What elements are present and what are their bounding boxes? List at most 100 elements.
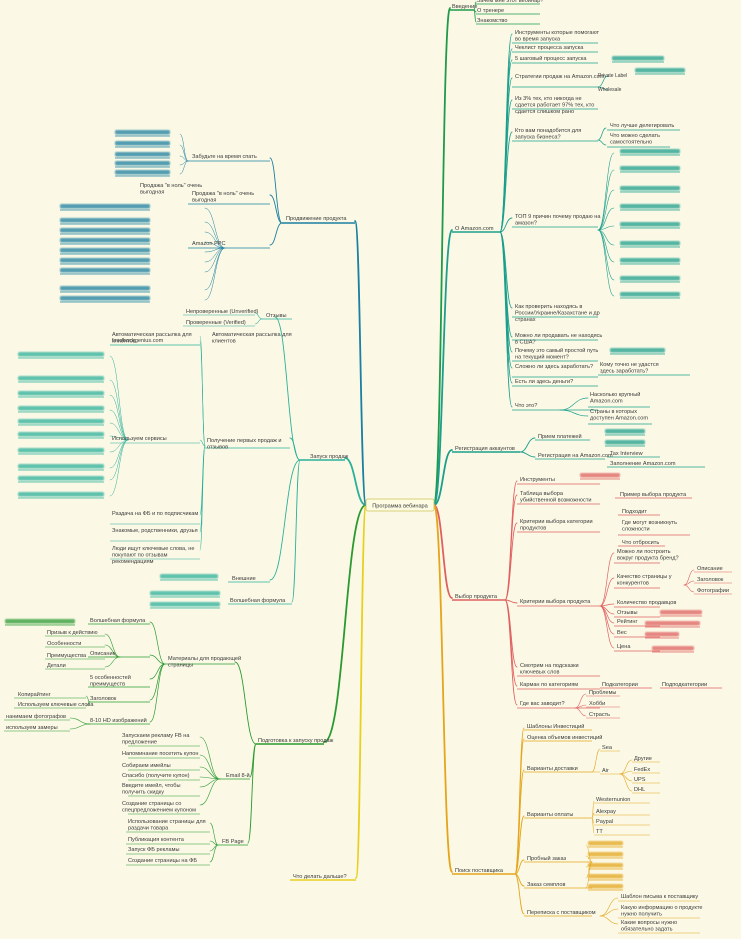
mindmap-node-label[interactable]: Заказ семплов	[527, 882, 565, 888]
mindmap-node-label[interactable]: нанимаем фотографов	[6, 714, 66, 720]
mindmap-node-label[interactable]: используем замеры	[6, 725, 58, 731]
mindmap-node-label[interactable]: Критерии выбора продукта	[520, 599, 591, 605]
mindmap-node-label[interactable]: Пробный заказ	[527, 855, 567, 862]
mindmap-node-label[interactable]: DHL	[634, 787, 645, 793]
mindmap-node-label[interactable]: Используем ключевые слова	[18, 702, 94, 708]
mindmap-node-label[interactable]: FB Page	[222, 839, 244, 845]
mindmap-node-label[interactable]: Переписка с поставщиком	[527, 910, 596, 916]
mindmap-node-label[interactable]: Отзывы	[617, 610, 638, 616]
mindmap-node-label[interactable]: Описание	[697, 566, 723, 572]
mindmap-node-label[interactable]: Варианты доставки	[527, 766, 578, 772]
mindmap-node-label[interactable]: Private Label	[598, 73, 627, 79]
mindmap-node-label[interactable]: Что лучше делегировать	[610, 123, 674, 129]
mindmap-node-label[interactable]: Tax Interview	[610, 451, 644, 457]
mindmap-node-label[interactable]: Оценка объемов инвестиций	[527, 734, 602, 741]
mindmap-node-label[interactable]: Непроверенные (Unverified)	[186, 309, 259, 315]
branch-launch-sales[interactable]: Запуск продаж	[310, 454, 349, 460]
mindmap-node-label[interactable]: Подходит	[622, 509, 647, 515]
mindmap-node-label[interactable]: Проверенные (Verified)	[186, 320, 246, 326]
mindmap-node-label[interactable]: Публикация контента	[128, 837, 185, 843]
mindmap-node-label[interactable]: Знакомые, родственники, друзья	[112, 528, 198, 534]
branch-product-promotion[interactable]: Продвижение продукта	[286, 216, 347, 222]
mindmap-node-label[interactable]: FedEx	[634, 767, 650, 773]
mindmap-node-label[interactable]: Волшебная формула	[90, 618, 146, 624]
mindmap-node-label[interactable]: Особенности	[47, 641, 81, 647]
mindmap-node-label[interactable]: Email 8-й	[226, 772, 250, 779]
mindmap-node-label[interactable]: Пример выбора продукта	[620, 492, 687, 498]
branch-registration[interactable]: Регистрация аккаунтов	[455, 446, 515, 452]
mindmap-node-label[interactable]: Paypal	[596, 819, 613, 825]
mindmap-node-label[interactable]: Вес	[617, 630, 627, 636]
mindmap-node-label[interactable]: Подкатегории	[602, 682, 638, 688]
mindmap-node-label[interactable]: Детали	[47, 663, 66, 669]
mindmap-node-label[interactable]: Wholesale	[598, 87, 622, 93]
mindmap-node-label[interactable]: Инструменты	[520, 477, 555, 483]
mindmap-node-label[interactable]: Фотографии	[697, 588, 729, 594]
mindmap-node-label[interactable]: Подподкатегории	[662, 682, 707, 688]
mindmap-node-label[interactable]: Создание страницы на ФБ	[128, 858, 197, 864]
mindmap-node-label[interactable]: Призыв к действию	[47, 629, 98, 636]
mindmap-node-label[interactable]: О тренере	[477, 8, 504, 14]
mindmap-node-label[interactable]: Где вас заводит?	[520, 701, 565, 707]
mindmap-node-label[interactable]: Знакомство	[477, 18, 507, 24]
mindmap-node-label[interactable]: feedbackgenius.com	[112, 338, 164, 344]
mindmap-node-label[interactable]: Преимущества	[47, 653, 87, 659]
mindmap-node-label[interactable]: Рейтинг	[617, 618, 638, 625]
mindmap-node-label[interactable]: Карман по категориям	[520, 682, 578, 688]
mindmap-node-label[interactable]: Регистрация на Amazon.com	[538, 453, 613, 459]
mindmap-node-label[interactable]: 5 шаговый процесс запуска	[515, 55, 587, 62]
mindmap-node-label[interactable]: TT	[596, 829, 603, 835]
mindmap-node-label[interactable]: Другие	[634, 756, 652, 762]
mindmap-node-label[interactable]: 8-10 HD изображений	[90, 717, 147, 724]
mindmap-node-label[interactable]: Описание	[90, 651, 116, 657]
mindmap-node-label[interactable]: Alexpay	[596, 809, 616, 815]
mindmap-node-label[interactable]: Волшебная формула	[230, 598, 286, 604]
mindmap-node-label[interactable]: Сложно ли здесь заработать?	[515, 364, 593, 370]
mindmap-node-label[interactable]: Напоминание посетить купон	[122, 751, 198, 757]
mindmap-node-label[interactable]: Запуск ФБ рекламы	[128, 847, 180, 853]
mindmap-node-label[interactable]: Air	[602, 768, 609, 774]
mindmap-node-label[interactable]: Проблемы	[589, 690, 616, 696]
mindmap-node-label[interactable]: Amazon PPC	[192, 241, 226, 247]
branch-intro[interactable]: Введение	[452, 4, 477, 10]
mindmap-node-label[interactable]: Прием платежей	[538, 433, 582, 440]
mindmap-node-label[interactable]: Варианты оплаты	[527, 812, 573, 818]
mindmap-node-label[interactable]: Количество продавцов	[617, 600, 676, 606]
mindmap-node-label[interactable]: Чеклист процесса запуска	[515, 45, 584, 51]
mindmap-node-label[interactable]: Что отбросить	[622, 540, 659, 546]
mindmap-node-label[interactable]: Забудьте на время спать	[192, 154, 257, 160]
mindmap-node-label[interactable]: Что это?	[515, 403, 537, 409]
mindmap-node-label[interactable]: Раздача на ФБ и по подписчикам	[112, 511, 198, 517]
mindmap-node-label[interactable]: Шаблоны Инвестиций	[527, 723, 584, 730]
mindmap-node-label[interactable]: Заполнение Amazon.com	[610, 461, 676, 467]
branch-supplier-search[interactable]: Поиск поставщика	[455, 868, 504, 874]
mindmap-node-label[interactable]: Хобби	[589, 701, 605, 707]
mindmap-node-label[interactable]: Цена	[617, 644, 631, 650]
mindmap-node-label[interactable]: Заголовок	[697, 577, 724, 583]
